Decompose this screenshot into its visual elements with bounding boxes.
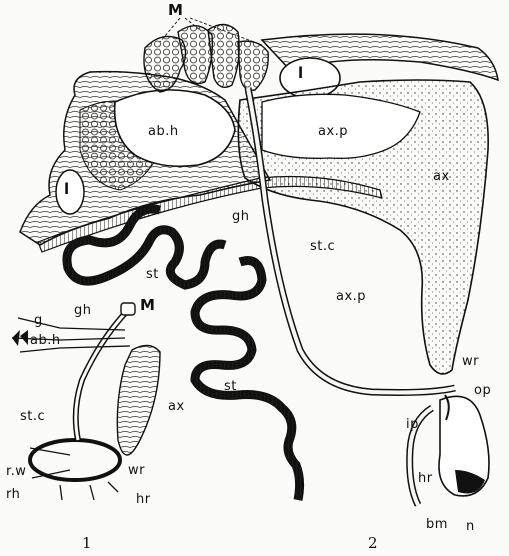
label-rh: rh [6, 488, 20, 501]
label-g-small: g [34, 314, 43, 327]
label-bm: bm [426, 518, 448, 531]
label-n: n [466, 520, 475, 533]
label-abh: ab.h [148, 125, 179, 138]
label-rw: r.w [6, 465, 26, 478]
label-wr-small: wr [128, 464, 145, 477]
cavity-l-left [56, 170, 84, 214]
lobe-3 [208, 24, 239, 87]
label-hr: hr [418, 472, 433, 485]
label-stc: st.c [310, 240, 335, 253]
label-l-left: l [64, 182, 70, 197]
lobe-4 [238, 41, 268, 90]
label-ax-right: ax [433, 170, 450, 183]
label-axp-top: ax.p [318, 125, 348, 138]
ring-rw [30, 440, 120, 480]
label-abh-small: ab.h [30, 334, 61, 347]
label-st-bottom: st [224, 380, 237, 393]
label-ax-small: ax [168, 400, 185, 413]
label-stc-small: st.c [20, 410, 45, 423]
lobe-2 [178, 26, 212, 84]
label-l-top: l [298, 66, 304, 81]
small-ax [117, 345, 160, 455]
label-wr: wr [462, 355, 479, 368]
label-hr-small: hr [136, 493, 151, 506]
figure-number-2: 2 [368, 536, 378, 551]
label-op: op [474, 384, 491, 397]
label-gh-small: gh [74, 304, 92, 317]
label-gh: gh [232, 210, 250, 223]
label-axp-bottom: ax.p [336, 290, 366, 303]
label-M-small: M [140, 298, 155, 313]
label-ip: ip [406, 418, 419, 431]
label-st-left: st [146, 268, 159, 281]
label-M-top: M [168, 3, 183, 18]
figure-number-1: 1 [82, 536, 92, 551]
